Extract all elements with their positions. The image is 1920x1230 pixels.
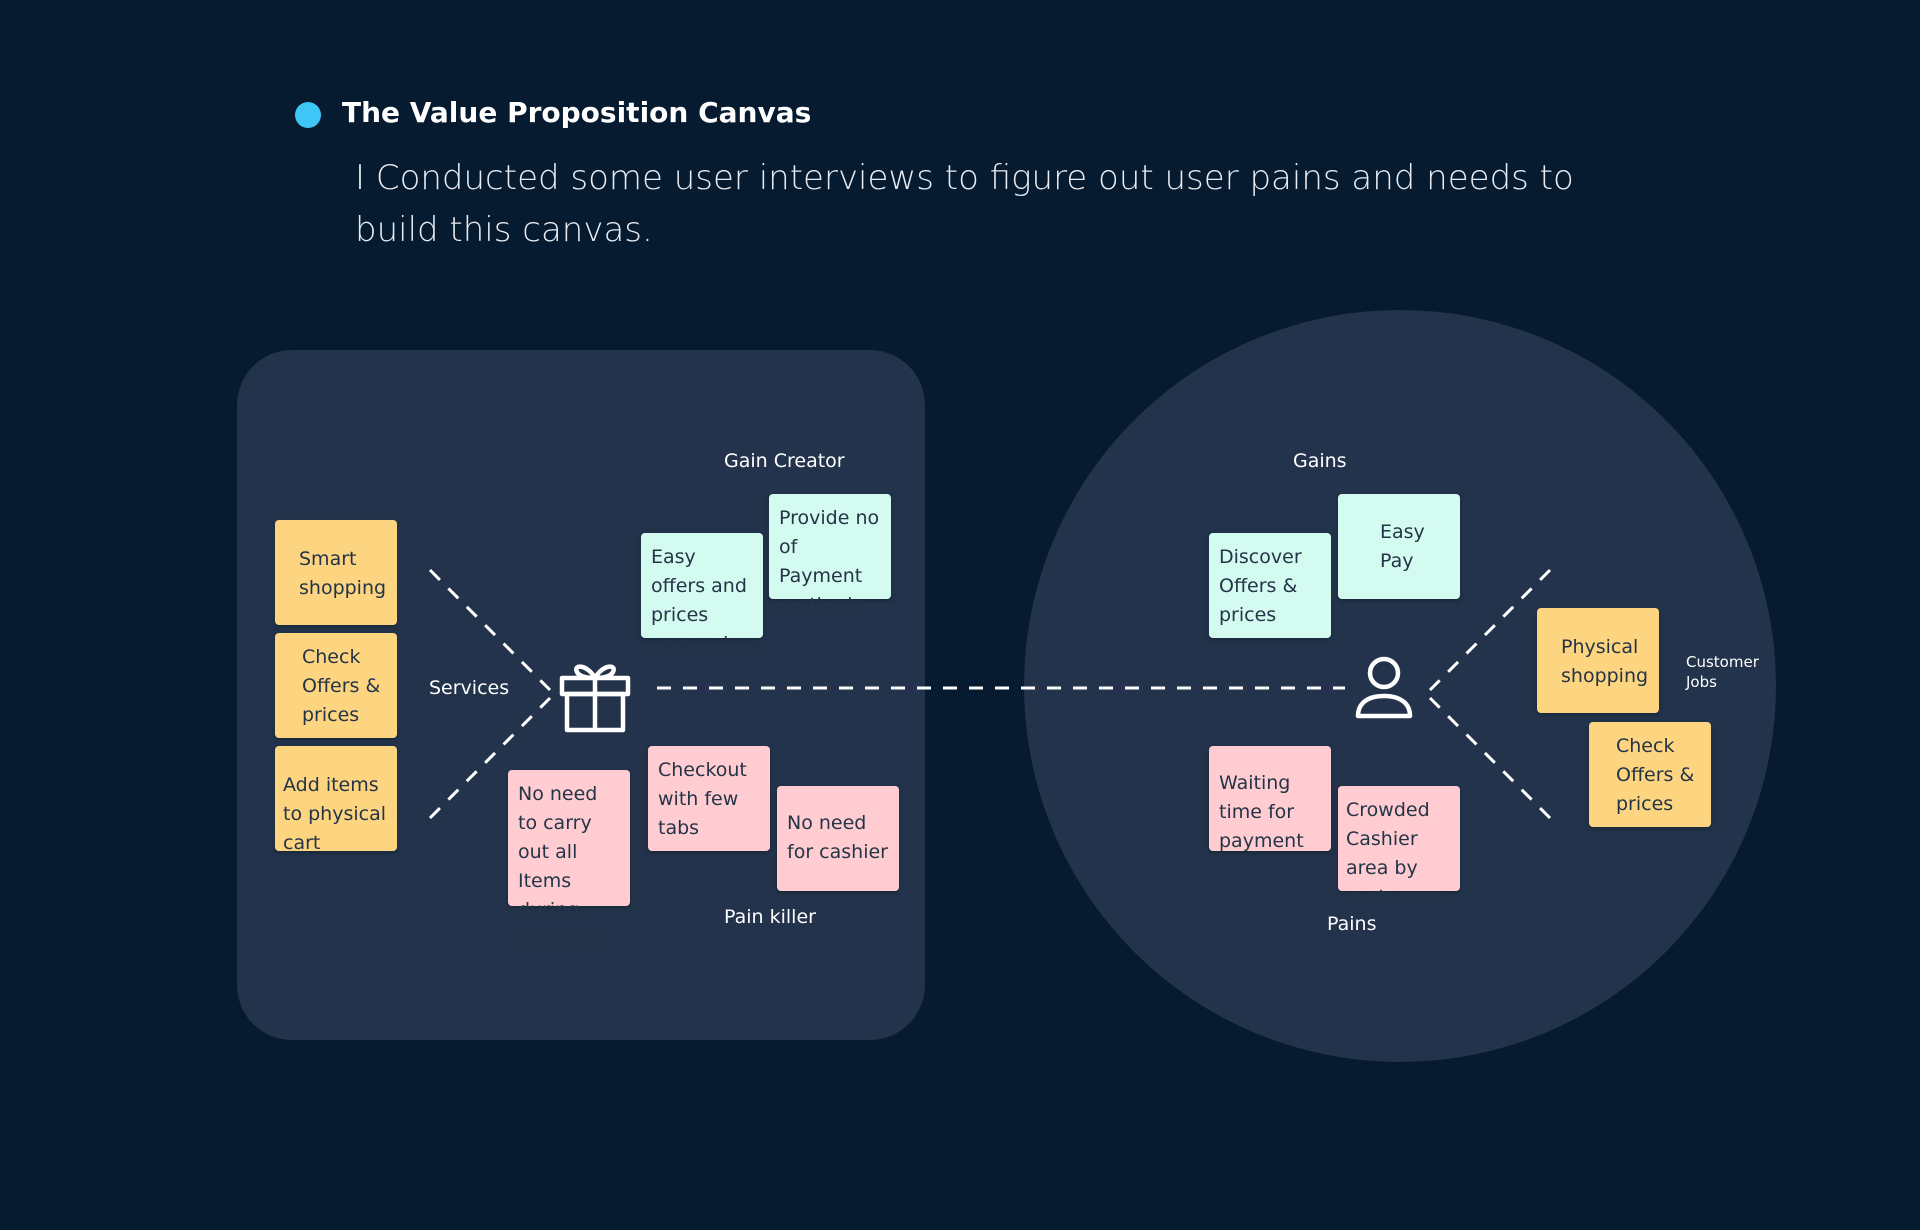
page-title: The Value Proposition Canvas: [342, 96, 812, 129]
page-description: I Conducted some user interviews to figu…: [355, 158, 1574, 250]
gain-note-1: Discover Offers & prices: [1209, 533, 1331, 638]
services-label: Services: [429, 677, 510, 699]
gain-note-2: Easy Pay: [1338, 494, 1460, 599]
gain-creator-label: Gain Creator: [724, 450, 845, 472]
services-upper-connector: [428, 568, 552, 692]
pain-note-2: Crowded Cashier area by customers: [1338, 786, 1460, 908]
pain-killer-note-2: Checkout with few tabs: [648, 746, 770, 851]
gain-creator-note-1: Easy offers and prices comparison: [641, 533, 763, 655]
title-bullet: [295, 102, 321, 128]
gains-label: Gains: [1293, 450, 1347, 472]
pain-killer-label: Pain killer: [724, 906, 816, 928]
jobs-upper-connector: [1428, 568, 1552, 692]
service-note-2: Check Offers & prices: [275, 633, 397, 738]
pain-killer-note-3: No need for cashier: [777, 786, 899, 891]
service-note-1: Smart shopping: [275, 520, 397, 625]
pains-label: Pains: [1327, 913, 1377, 935]
user-icon: [1355, 656, 1413, 719]
jobs-lower-connector: [1428, 696, 1552, 820]
customer-jobs-label: Customer Jobs: [1686, 653, 1759, 691]
job-note-2: Check Offers & prices: [1589, 722, 1711, 827]
job-note-1: Physical shopping: [1537, 608, 1659, 713]
gift-icon: [559, 664, 631, 733]
pain-killer-note-1: No need to carry out all Items during sh…: [508, 770, 630, 950]
service-note-3: Add items to physical cart: [275, 746, 397, 854]
services-lower-connector: [428, 696, 552, 820]
pain-note-1: Waiting time for payment: [1209, 746, 1331, 852]
gain-creator-note-2: Provide no of Payment methods: [769, 494, 891, 616]
